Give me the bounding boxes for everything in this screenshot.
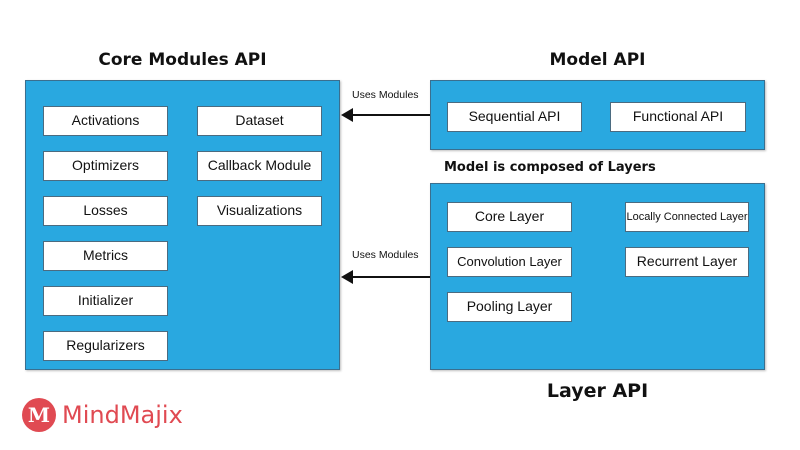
core-item-visualizations[interactable]: Visualizations — [197, 196, 322, 226]
uses-modules-label-bottom: Uses Modules — [352, 249, 419, 261]
core-item-regularizers[interactable]: Regularizers — [43, 331, 168, 361]
layer-item-recurrent-layer[interactable]: Recurrent Layer — [625, 247, 749, 277]
core-modules-panel: Activations Optimizers Losses Metrics In… — [25, 80, 340, 370]
layer-api-panel: Core Layer Convolution Layer Pooling Lay… — [430, 183, 765, 370]
core-item-callback-module[interactable]: Callback Module — [197, 151, 322, 181]
core-item-optimizers[interactable]: Optimizers — [43, 151, 168, 181]
model-item-sequential-api[interactable]: Sequential API — [447, 102, 582, 132]
layer-item-convolution-layer[interactable]: Convolution Layer — [447, 247, 572, 277]
model-api-title: Model API — [549, 50, 646, 70]
layer-api-title: Layer API — [546, 380, 649, 402]
layer-item-pooling-layer[interactable]: Pooling Layer — [447, 292, 572, 322]
arrow-layer-to-core — [341, 270, 430, 284]
model-item-functional-api[interactable]: Functional API — [610, 102, 746, 132]
layer-item-core-layer[interactable]: Core Layer — [447, 202, 572, 232]
core-item-activations[interactable]: Activations — [43, 106, 168, 136]
layer-item-locally-connected-layer[interactable]: Locally Connected Layer — [625, 202, 749, 232]
uses-modules-label-top: Uses Modules — [352, 89, 419, 101]
core-item-metrics[interactable]: Metrics — [43, 241, 168, 271]
model-api-panel: Sequential API Functional API — [430, 80, 765, 150]
model-composition-caption: Model is composed of Layers — [444, 160, 656, 175]
logo-mark-icon: M — [22, 398, 56, 432]
core-item-initializer[interactable]: Initializer — [43, 286, 168, 316]
mindmajix-logo: M MindMajix — [22, 398, 183, 432]
core-item-losses[interactable]: Losses — [43, 196, 168, 226]
core-item-dataset[interactable]: Dataset — [197, 106, 322, 136]
arrow-model-to-core — [341, 108, 430, 122]
core-modules-title: Core Modules API — [98, 50, 267, 70]
logo-text: MindMajix — [62, 401, 183, 429]
